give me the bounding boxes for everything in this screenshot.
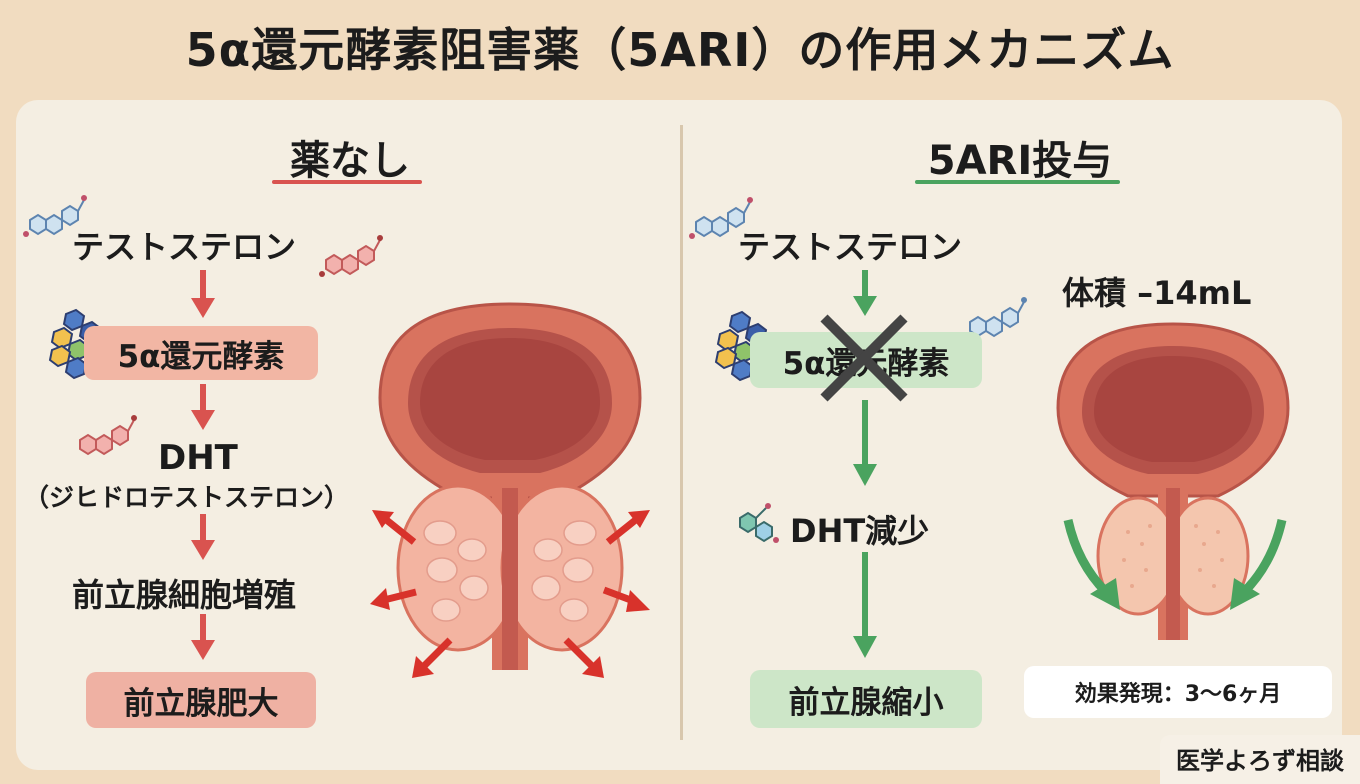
credit-label: 医学よろず相談 — [1160, 735, 1360, 784]
inward-arrow-icon — [1063, 519, 1120, 610]
left-enlargement-label: 前立腺肥大 — [123, 685, 279, 722]
outward-arrow-icon — [370, 588, 417, 610]
left-testosterone-label: テストステロン — [72, 228, 297, 266]
page-title: 5α還元酵素阻害薬（5ARI）の作用メカニズム — [185, 23, 1175, 77]
block-x-icon — [820, 314, 908, 402]
arrow-down-icon — [191, 614, 215, 660]
arrow-down-icon — [853, 270, 877, 316]
onset-badge: 効果発現：3〜6ヶ月 — [1024, 666, 1332, 718]
outward-arrow-icon — [602, 586, 650, 612]
left-enlargement-box: 前立腺肥大 — [86, 672, 316, 728]
left-enzyme-box: 5α還元酵素 — [84, 326, 318, 380]
right-heading-underline — [915, 180, 1120, 184]
molecule-icon — [23, 195, 87, 237]
right-dht-decrease-label: DHT減少 — [790, 512, 930, 550]
molecule-icon — [79, 415, 137, 456]
center-divider — [680, 125, 683, 740]
left-dht-full-label: （ジヒドロテストステロン） — [24, 483, 350, 512]
enzyme-icon — [48, 308, 102, 380]
arrow-down-icon — [191, 270, 215, 318]
arrow-down-icon — [191, 514, 215, 560]
molecule-icon — [969, 297, 1027, 338]
left-proliferation-label: 前立腺細胞増殖 — [72, 576, 297, 614]
molecule-icon — [319, 235, 383, 277]
arrow-down-icon — [853, 400, 877, 486]
volume-label: 体積 –14mL — [1062, 274, 1252, 312]
right-shrinkage-box: 前立腺縮小 — [750, 670, 982, 728]
outward-arrow-icon — [563, 637, 604, 678]
arrow-down-icon — [191, 384, 215, 430]
right-heading: 5ARI投与 — [927, 138, 1113, 184]
outward-arrow-icon — [412, 637, 453, 678]
onset-label: 効果発現：3〜6ヶ月 — [1074, 682, 1282, 707]
left-enzyme-label: 5α還元酵素 — [117, 338, 285, 375]
inward-arrow-icon — [1230, 519, 1287, 610]
left-heading-underline — [272, 180, 422, 184]
right-shrinkage-label: 前立腺縮小 — [788, 684, 944, 721]
outward-arrow-icon — [605, 510, 650, 545]
left-dht-label: DHT — [158, 438, 238, 478]
arrow-down-icon — [853, 552, 877, 658]
prostate-illustration — [378, 302, 642, 670]
molecule-icon — [689, 197, 753, 239]
outward-arrow-icon — [372, 510, 417, 545]
prostate-illustration — [1056, 322, 1290, 640]
right-testosterone-label: テストステロン — [738, 228, 963, 266]
left-heading: 薬なし — [290, 138, 410, 184]
molecule-icon — [739, 503, 779, 543]
